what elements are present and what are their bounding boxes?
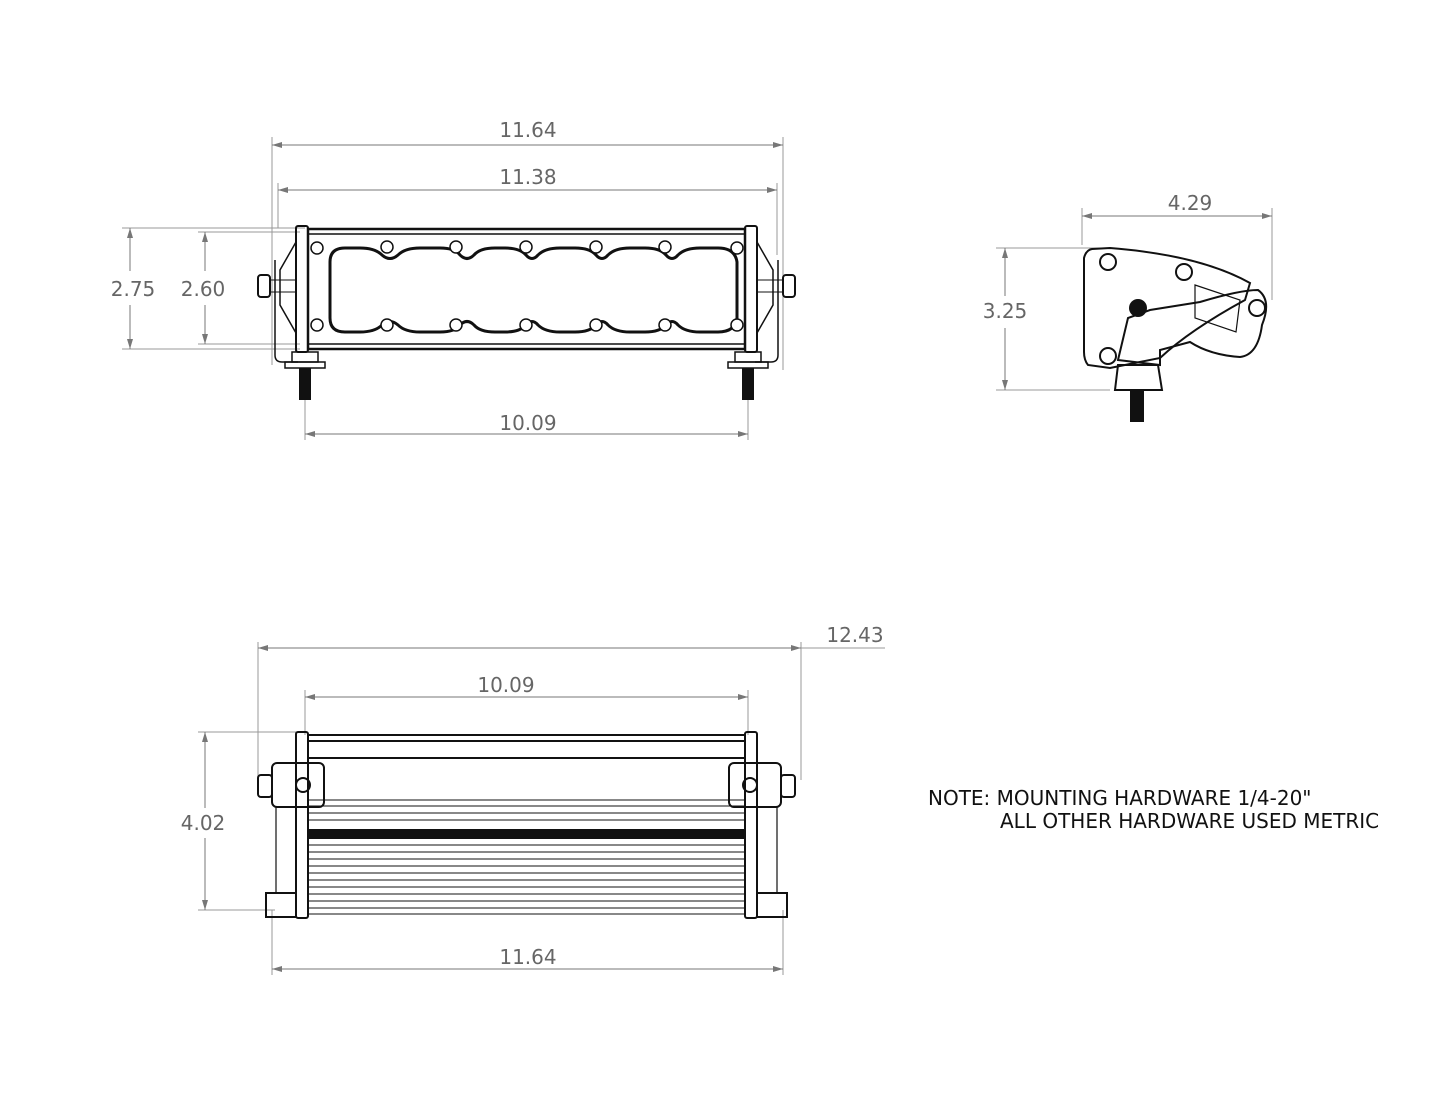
top-view: 12.43 10.09 4.02 11.64 <box>181 623 885 975</box>
mount-stud-left <box>299 368 311 400</box>
note-line-1: NOTE: MOUNTING HARDWARE 1/4-20" <box>928 786 1312 810</box>
light-bar-side <box>1083 246 1268 391</box>
light-bar-top <box>257 731 796 919</box>
dim-front-body-height: 2.60 <box>181 277 226 301</box>
mount-stud-right <box>742 368 754 400</box>
light-bar-front <box>257 225 796 369</box>
pivot-bolt <box>1129 299 1147 317</box>
dim-top-mount-spacing: 10.09 <box>477 673 534 697</box>
dim-front-body-width: 11.38 <box>499 165 556 189</box>
mount-stud-side <box>1130 390 1144 422</box>
dim-front-overall-width: 11.64 <box>499 118 556 142</box>
dim-side-depth: 4.29 <box>1168 191 1213 215</box>
dim-top-overall-with-bolts: 12.43 <box>826 623 883 647</box>
note-line-2: ALL OTHER HARDWARE USED METRIC <box>1000 809 1380 833</box>
front-view: 11.64 11.38 10.09 2.75 2.60 <box>111 118 796 440</box>
dim-front-mount-spacing: 10.09 <box>499 411 556 435</box>
side-view: 4.29 3.25 <box>983 191 1273 422</box>
dim-front-overall-height: 2.75 <box>111 277 156 301</box>
dim-top-depth: 4.02 <box>181 811 226 835</box>
dim-side-height: 3.25 <box>983 299 1028 323</box>
dim-top-overall-width: 11.64 <box>499 945 556 969</box>
screw-heads <box>310 240 744 332</box>
